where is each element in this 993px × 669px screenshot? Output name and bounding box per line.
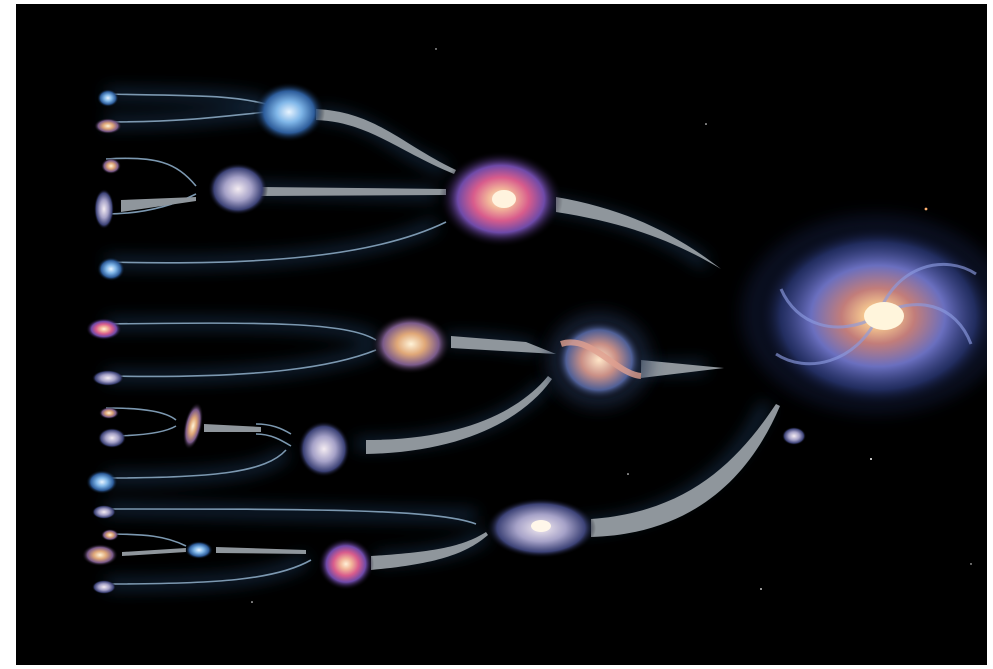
barred-spiral-galaxy <box>547 312 651 408</box>
small-spiral-galaxy <box>208 163 268 215</box>
red-star-forming-galaxy <box>318 538 374 590</box>
violet-galaxy <box>298 421 350 477</box>
tiny-merger-galaxy <box>185 541 213 559</box>
white-spiral-galaxy <box>486 498 596 558</box>
final-spiral-galaxy <box>741 214 987 414</box>
blue-galaxy-top <box>253 82 325 142</box>
image-frame <box>16 4 987 665</box>
progenitor-galaxies <box>82 89 126 594</box>
galaxy-merger-tree-illustration <box>16 4 987 665</box>
edge-on-galaxy <box>179 401 207 452</box>
irregular-merger-galaxy <box>371 314 451 374</box>
stray-small-galaxy <box>782 427 806 445</box>
pink-spiral-galaxy <box>439 151 563 247</box>
